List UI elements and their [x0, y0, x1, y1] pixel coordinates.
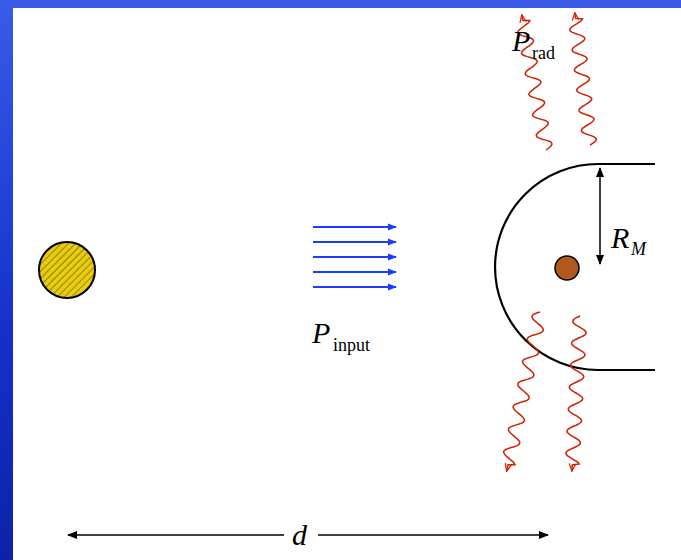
radiation-wave [570, 14, 597, 145]
radiation-wave [566, 316, 586, 470]
radius-arrow [599, 168, 601, 264]
white-panel [13, 8, 681, 560]
subscript: rad [532, 44, 555, 62]
subscript: input [333, 336, 370, 354]
sun-circle [39, 242, 95, 298]
radiation-wave [504, 312, 544, 470]
power-symbol: P [312, 318, 330, 348]
power-symbol: P [512, 26, 530, 56]
planet-circle [555, 256, 579, 280]
radiation-waves [504, 14, 597, 470]
distance-symbol: d [292, 520, 307, 550]
radius-symbol: R [611, 223, 629, 253]
subscript: M [631, 240, 646, 258]
distance-arrow [318, 534, 548, 536]
distance-arrow [68, 534, 284, 536]
input-arrows [313, 227, 396, 287]
